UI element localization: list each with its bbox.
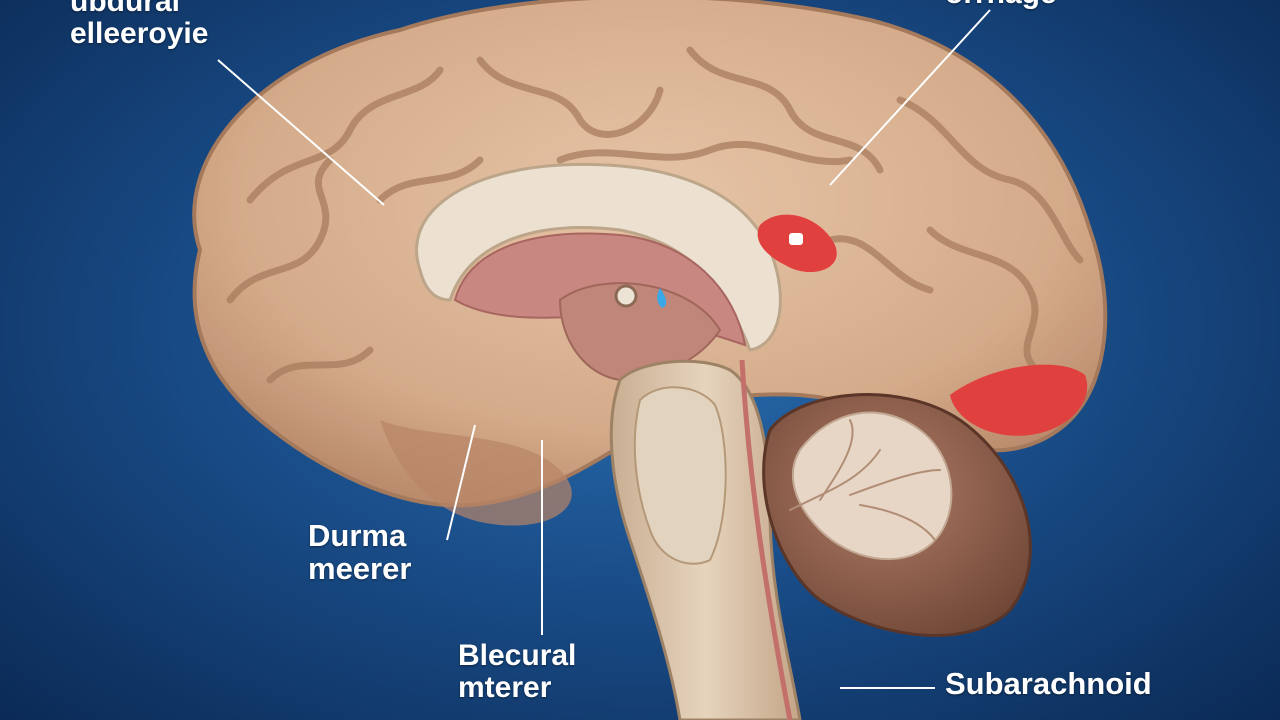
label-top-right-line-1: orrhage — [945, 0, 1057, 10]
arbor-vitae-branches — [789, 419, 941, 541]
pons — [633, 386, 727, 565]
central-canal — [739, 359, 793, 720]
label-right: Subarachnoid — [945, 666, 1152, 701]
cerebral-aqueduct — [657, 288, 667, 308]
label-right-line-1: Subarachnoid — [945, 666, 1152, 701]
cortical-gyri — [226, 46, 1084, 384]
label-left: Durma meerer — [308, 518, 412, 586]
label-left-line-2: meerer — [308, 550, 412, 586]
label-top-left-line-1: ubdural — [70, 0, 180, 18]
corpus-callosum — [415, 162, 782, 352]
temporal-lobe — [380, 420, 572, 526]
leader-line-left — [446, 424, 476, 541]
label-top-right: orrhage — [945, 0, 1057, 10]
hemorrhage-marker-icon — [789, 233, 803, 245]
thalamus — [558, 282, 722, 382]
label-left-line-1: Durma — [308, 518, 407, 553]
label-middle: Blecural mterer — [458, 640, 576, 703]
label-middle-line-2: mterer — [458, 670, 552, 704]
label-middle-line-1: Blecural — [458, 639, 577, 672]
label-top-left-line-2: elleeroyie — [70, 16, 209, 50]
leader-line-top-left — [217, 59, 385, 206]
leader-lines — [217, 9, 991, 689]
pineal-body — [614, 284, 638, 308]
hemorrhage-lower — [950, 364, 1088, 436]
leader-line-top-right — [829, 9, 991, 186]
label-top-left: ubdural elleeroyie — [70, 0, 208, 49]
